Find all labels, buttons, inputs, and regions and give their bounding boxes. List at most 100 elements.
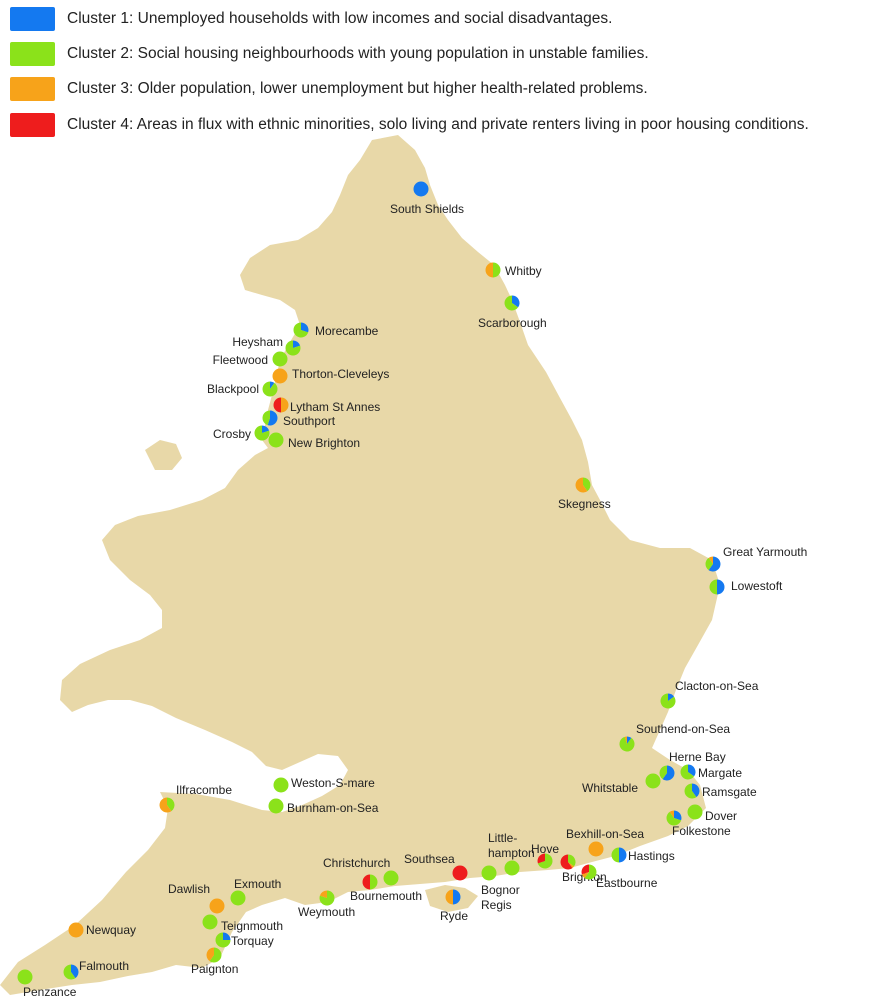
pie-slice-cluster-2 [209,947,222,963]
pie-slice-cluster-4 [560,854,573,870]
pie-slice-cluster-3 [206,947,214,962]
pie-slice-cluster-2 [293,322,309,338]
legend-item-cluster-3: Cluster 3: Older population, lower unemp… [10,76,648,102]
place-label: Southend-on-Sea [636,722,730,736]
pie-slice-cluster-3 [281,397,289,413]
pie-slice-cluster-1 [662,765,675,781]
place-label: Southport [283,414,336,428]
place-label: South Shields [390,202,464,216]
pie-slice-cluster-1 [708,556,721,572]
pie-slice-cluster-1 [262,425,270,433]
pie-slice-cluster-2 [262,410,270,426]
place-label: Folkestone [672,824,731,838]
pie-slice-cluster-2 [584,864,597,880]
place-whitstable: Whitstable [582,773,661,795]
place-weston-s-mare: Weston-S-mare [273,776,375,793]
place-herne-bay: Herne Bay [659,750,726,781]
place-label: Bournemouth [350,889,422,903]
legend-label-cluster-2: Cluster 2: Social housing neighbourhoods… [67,45,649,62]
pie-slice-cluster-1 [223,932,231,940]
pie-slice-cluster-2 [687,804,703,820]
place-label: Clacton-on-Sea [675,679,759,693]
place-penzance: Penzance [17,969,77,999]
place-label: Great Yarmouth [723,545,807,559]
pie-slice-cluster-1 [301,322,309,333]
place-newquay: Newquay [68,922,136,938]
legend-item-cluster-2: Cluster 2: Social housing neighbourhoods… [10,41,649,67]
place-label: Blackpool [207,382,259,396]
pie-slice-cluster-1 [619,847,627,863]
legend-item-cluster-1: Cluster 1: Unemployed households with lo… [10,6,612,32]
place-lytham-st-annes: Lytham St Annes [273,397,380,414]
place-label: Penzance [23,985,77,999]
place-label: New Brighton [288,436,360,450]
pie-slice-cluster-2 [645,773,661,789]
pie-slice-cluster-2 [684,783,697,799]
place-ryde: Ryde [440,889,468,923]
england-landmass [0,135,720,995]
pie-slice-cluster-2 [273,777,289,793]
place-label: Margate [698,766,742,780]
place-label: Ryde [440,909,468,923]
place-label: Exmouth [234,877,281,891]
pie-slice-cluster-1 [453,889,461,905]
pie-slice-cluster-2 [619,736,635,752]
pie-slice-cluster-2 [537,853,553,869]
place-thorton-cleveleys: Thorton-Cleveleys [272,367,389,384]
place-eastbourne: Eastbourne [581,864,658,890]
pie-slice-cluster-2 [383,870,399,886]
pie-slice-cluster-2 [680,764,695,780]
place-morecambe: Morecambe [293,322,379,338]
legend-label-cluster-4: Cluster 4: Areas in flux with ethnic min… [67,116,809,133]
pie-slice-cluster-2 [709,579,717,595]
pie-slice-cluster-2 [167,797,175,812]
place-paignton: Paignton [191,947,238,976]
place-label: Fleetwood [213,353,268,367]
pie-slice-cluster-2 [285,340,301,356]
pie-slice-cluster-2 [493,262,501,278]
place-label: Paignton [191,962,238,976]
place-crosby: Crosby [213,425,270,441]
pie-slice-cluster-1 [71,964,79,979]
place-label: Scarborough [478,316,547,330]
place-label: Weston-S-mare [291,776,375,790]
place-scarborough: Scarborough [478,295,547,330]
pie-slice-cluster-2 [370,874,378,890]
place-heysham: Heysham [232,335,301,356]
place-blackpool: Blackpool [207,381,278,397]
pie-slice-cluster-3 [581,872,589,879]
place-label: Teignmouth [221,919,283,933]
place-lowestoft: Lowestoft [709,579,783,595]
place-ilfracombe: Ilfracombe [159,783,232,813]
pie-slice-cluster-2 [63,964,76,980]
pie-slice-cluster-2 [230,890,246,906]
place-label: Dawlish [168,882,210,896]
place-label: Skegness [558,497,611,511]
place-label: Hove [531,842,559,856]
pie-slice-cluster-3 [319,890,327,898]
pie-slice-cluster-2 [583,477,591,492]
place-label: Heysham [232,335,283,349]
pie-slice-cluster-4 [362,874,370,890]
pie-slice-cluster-3 [68,922,84,938]
anglesey [145,440,182,470]
pie-slice-cluster-3 [575,477,588,493]
pie-slice-cluster-2 [268,798,284,814]
place-label: Ramsgate [702,785,757,799]
pie-slice-cluster-3 [159,797,172,813]
pie-slice-cluster-3 [209,898,225,914]
pie-slice-cluster-3 [485,262,493,278]
pie-slice-cluster-2 [262,381,278,397]
place-label: Lytham St Annes [290,400,380,414]
pie-slice-cluster-2 [202,914,218,930]
place-fleetwood: Fleetwood [213,351,288,367]
pie-slice-cluster-2 [660,693,676,709]
pie-slice-cluster-2 [666,811,682,826]
place-label: Little-hampton [488,831,535,860]
pie-slice-cluster-3 [445,889,453,905]
place-label: Herne Bay [669,750,726,764]
place-label: Bexhill-on-Sea [566,827,644,841]
pie-slice-cluster-3 [272,368,288,384]
pie-slice-cluster-2 [272,351,288,367]
